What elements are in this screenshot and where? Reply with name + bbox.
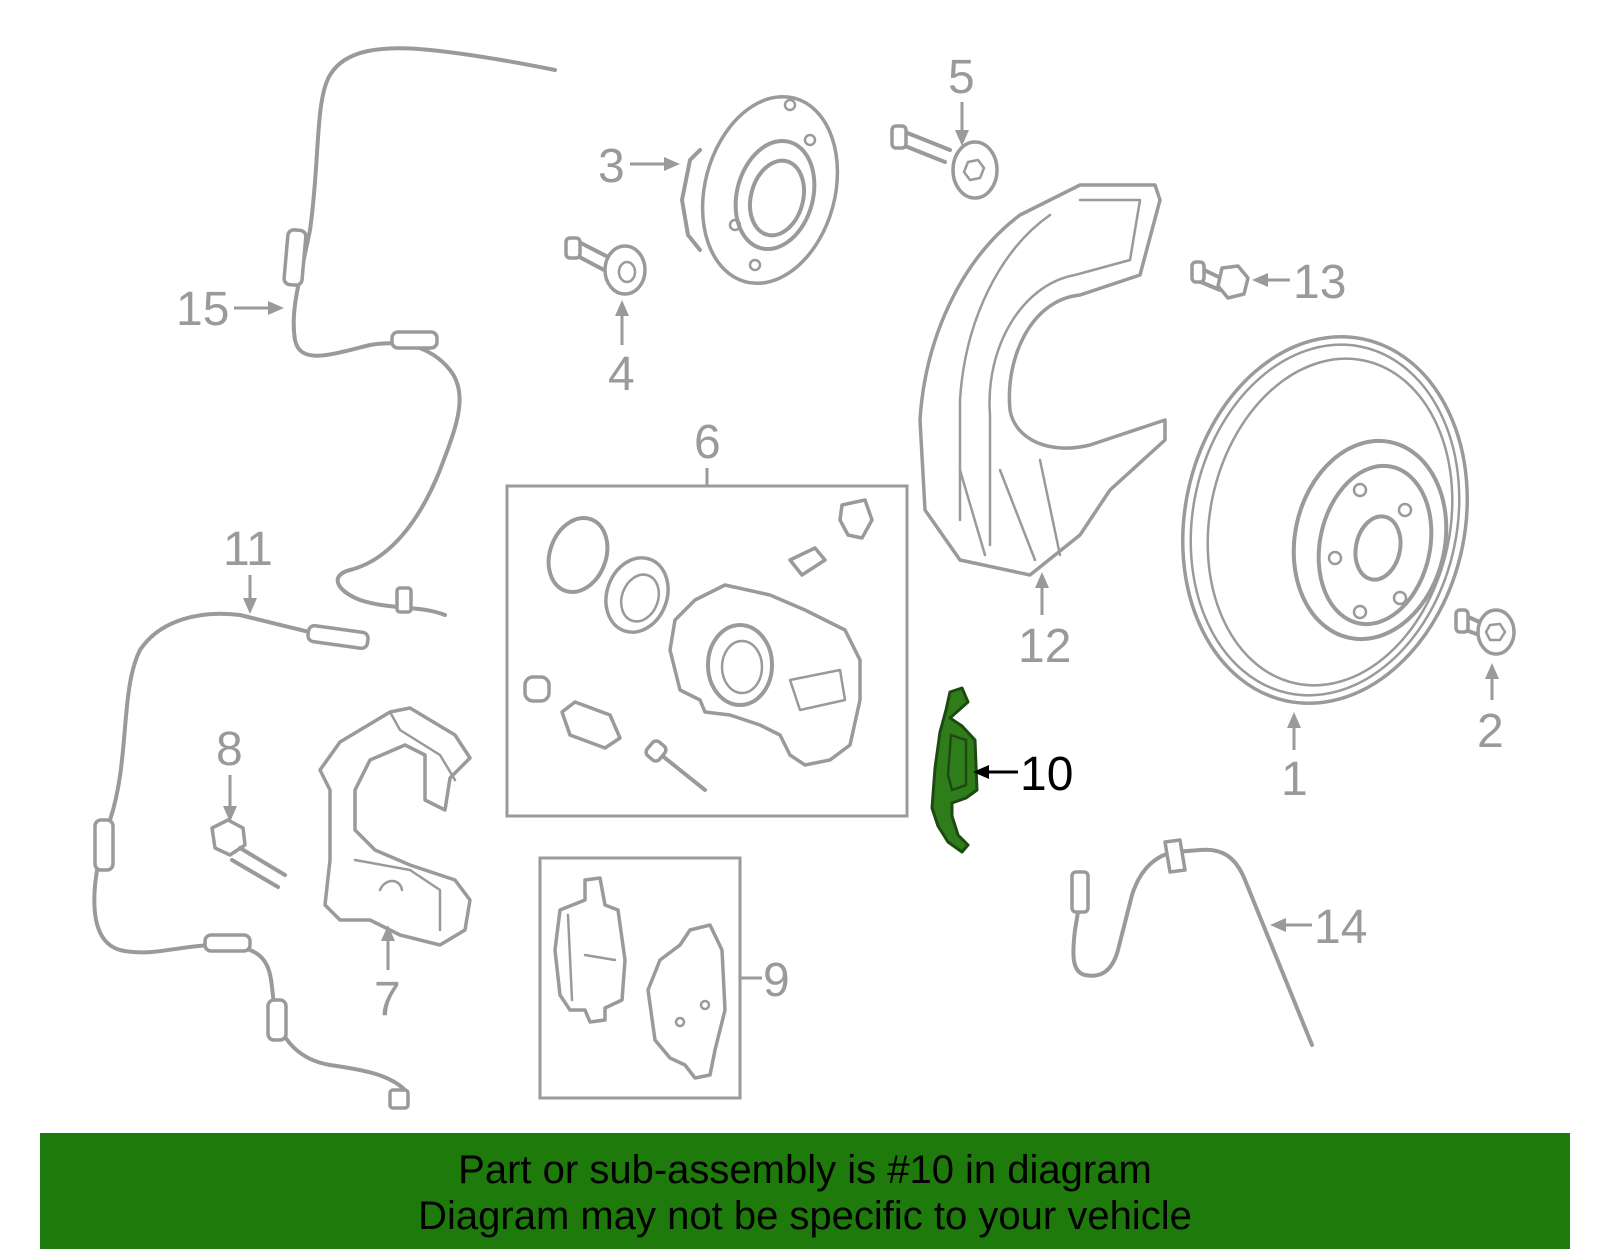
- callout-11-label: 11: [223, 523, 273, 576]
- part-13-bolt: [1190, 260, 1250, 300]
- part-2-bolt: [1454, 608, 1516, 656]
- callout-14: 14: [1270, 901, 1367, 954]
- callout-12-label: 12: [1018, 620, 1071, 673]
- footer-line-1: Part or sub-assembly is #10 in diagram: [458, 1148, 1152, 1192]
- footer-banner: Part or sub-assembly is #10 in diagram D…: [40, 1133, 1570, 1249]
- footer-line-2: Diagram may not be specific to your vehi…: [418, 1194, 1192, 1238]
- callout-9-label: 9: [763, 954, 790, 1007]
- part-9-brake-pad-set: [538, 856, 742, 1100]
- callout-2-label: 2: [1477, 705, 1504, 758]
- part-8-bolt: [210, 818, 287, 889]
- part-3-wheel-hub: [680, 94, 840, 286]
- callout-1-label: 1: [1281, 753, 1308, 806]
- part-10-pad-retaining-spring-highlighted: [930, 686, 979, 854]
- callout-15: 15: [176, 283, 284, 336]
- part-4-hub-bolt: [564, 236, 647, 296]
- part-11-abs-sensor-wire: [92, 611, 410, 1110]
- callout-3: 3: [598, 140, 680, 193]
- callout-6-label: 6: [694, 416, 721, 469]
- callout-6: 6: [694, 416, 721, 486]
- callout-8-label: 8: [216, 723, 243, 776]
- callout-8: 8: [216, 723, 243, 822]
- callout-7-label: 7: [374, 973, 401, 1026]
- callout-5-label: 5: [948, 51, 975, 104]
- callout-13: 13: [1252, 256, 1346, 309]
- callout-1: 1: [1281, 712, 1308, 806]
- callout-15-label: 15: [176, 283, 229, 336]
- callout-10: 10: [973, 748, 1073, 801]
- part-1-brake-rotor: [1181, 334, 1469, 706]
- part-5-bolt: [890, 124, 999, 200]
- callout-11: 11: [223, 523, 273, 614]
- part-15-abs-sensor-wire: [282, 46, 557, 617]
- callout-13-label: 13: [1293, 256, 1346, 309]
- callout-10-label: 10: [1020, 748, 1073, 801]
- callout-5: 5: [948, 51, 975, 146]
- callout-7: 7: [374, 925, 401, 1026]
- callout-2: 2: [1477, 663, 1504, 758]
- callout-4-label: 4: [608, 348, 635, 401]
- callout-12: 12: [1018, 572, 1071, 673]
- part-14-brake-hose: [1070, 838, 1314, 1047]
- callout-4: 4: [608, 300, 635, 401]
- part-12-dust-shield: [918, 183, 1167, 577]
- callout-9: 9: [740, 954, 790, 1007]
- part-7-caliper-bracket: [318, 706, 472, 947]
- part-6-caliper-assembly: [505, 484, 909, 818]
- callout-3-label: 3: [598, 140, 625, 193]
- callout-14-label: 14: [1314, 901, 1367, 954]
